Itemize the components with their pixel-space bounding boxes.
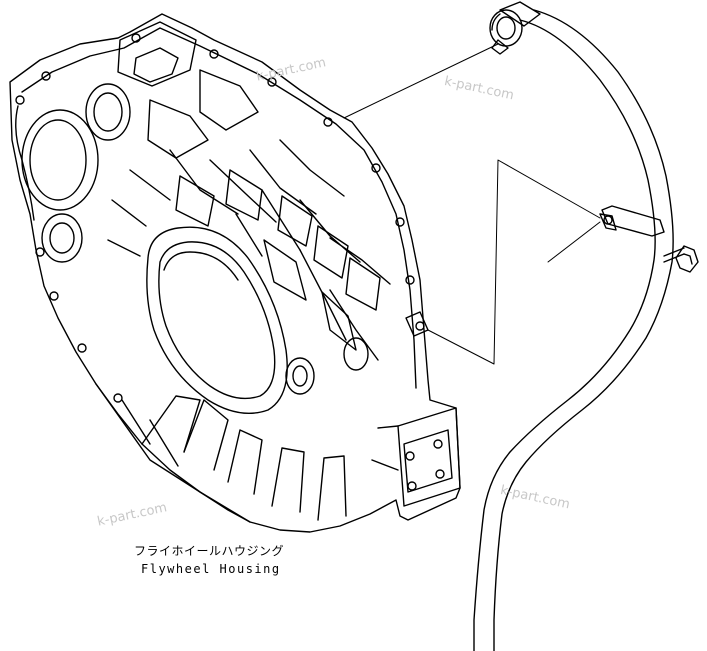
bolt — [663, 245, 699, 273]
hose-clamp — [599, 205, 665, 237]
part-label-japanese: フライホイールハウジング — [134, 544, 285, 558]
flywheel-housing — [9, 13, 461, 533]
leader-lines — [343, 43, 601, 365]
part-label-english: Flywheel Housing — [141, 562, 281, 576]
breather-hose — [473, 1, 674, 651]
